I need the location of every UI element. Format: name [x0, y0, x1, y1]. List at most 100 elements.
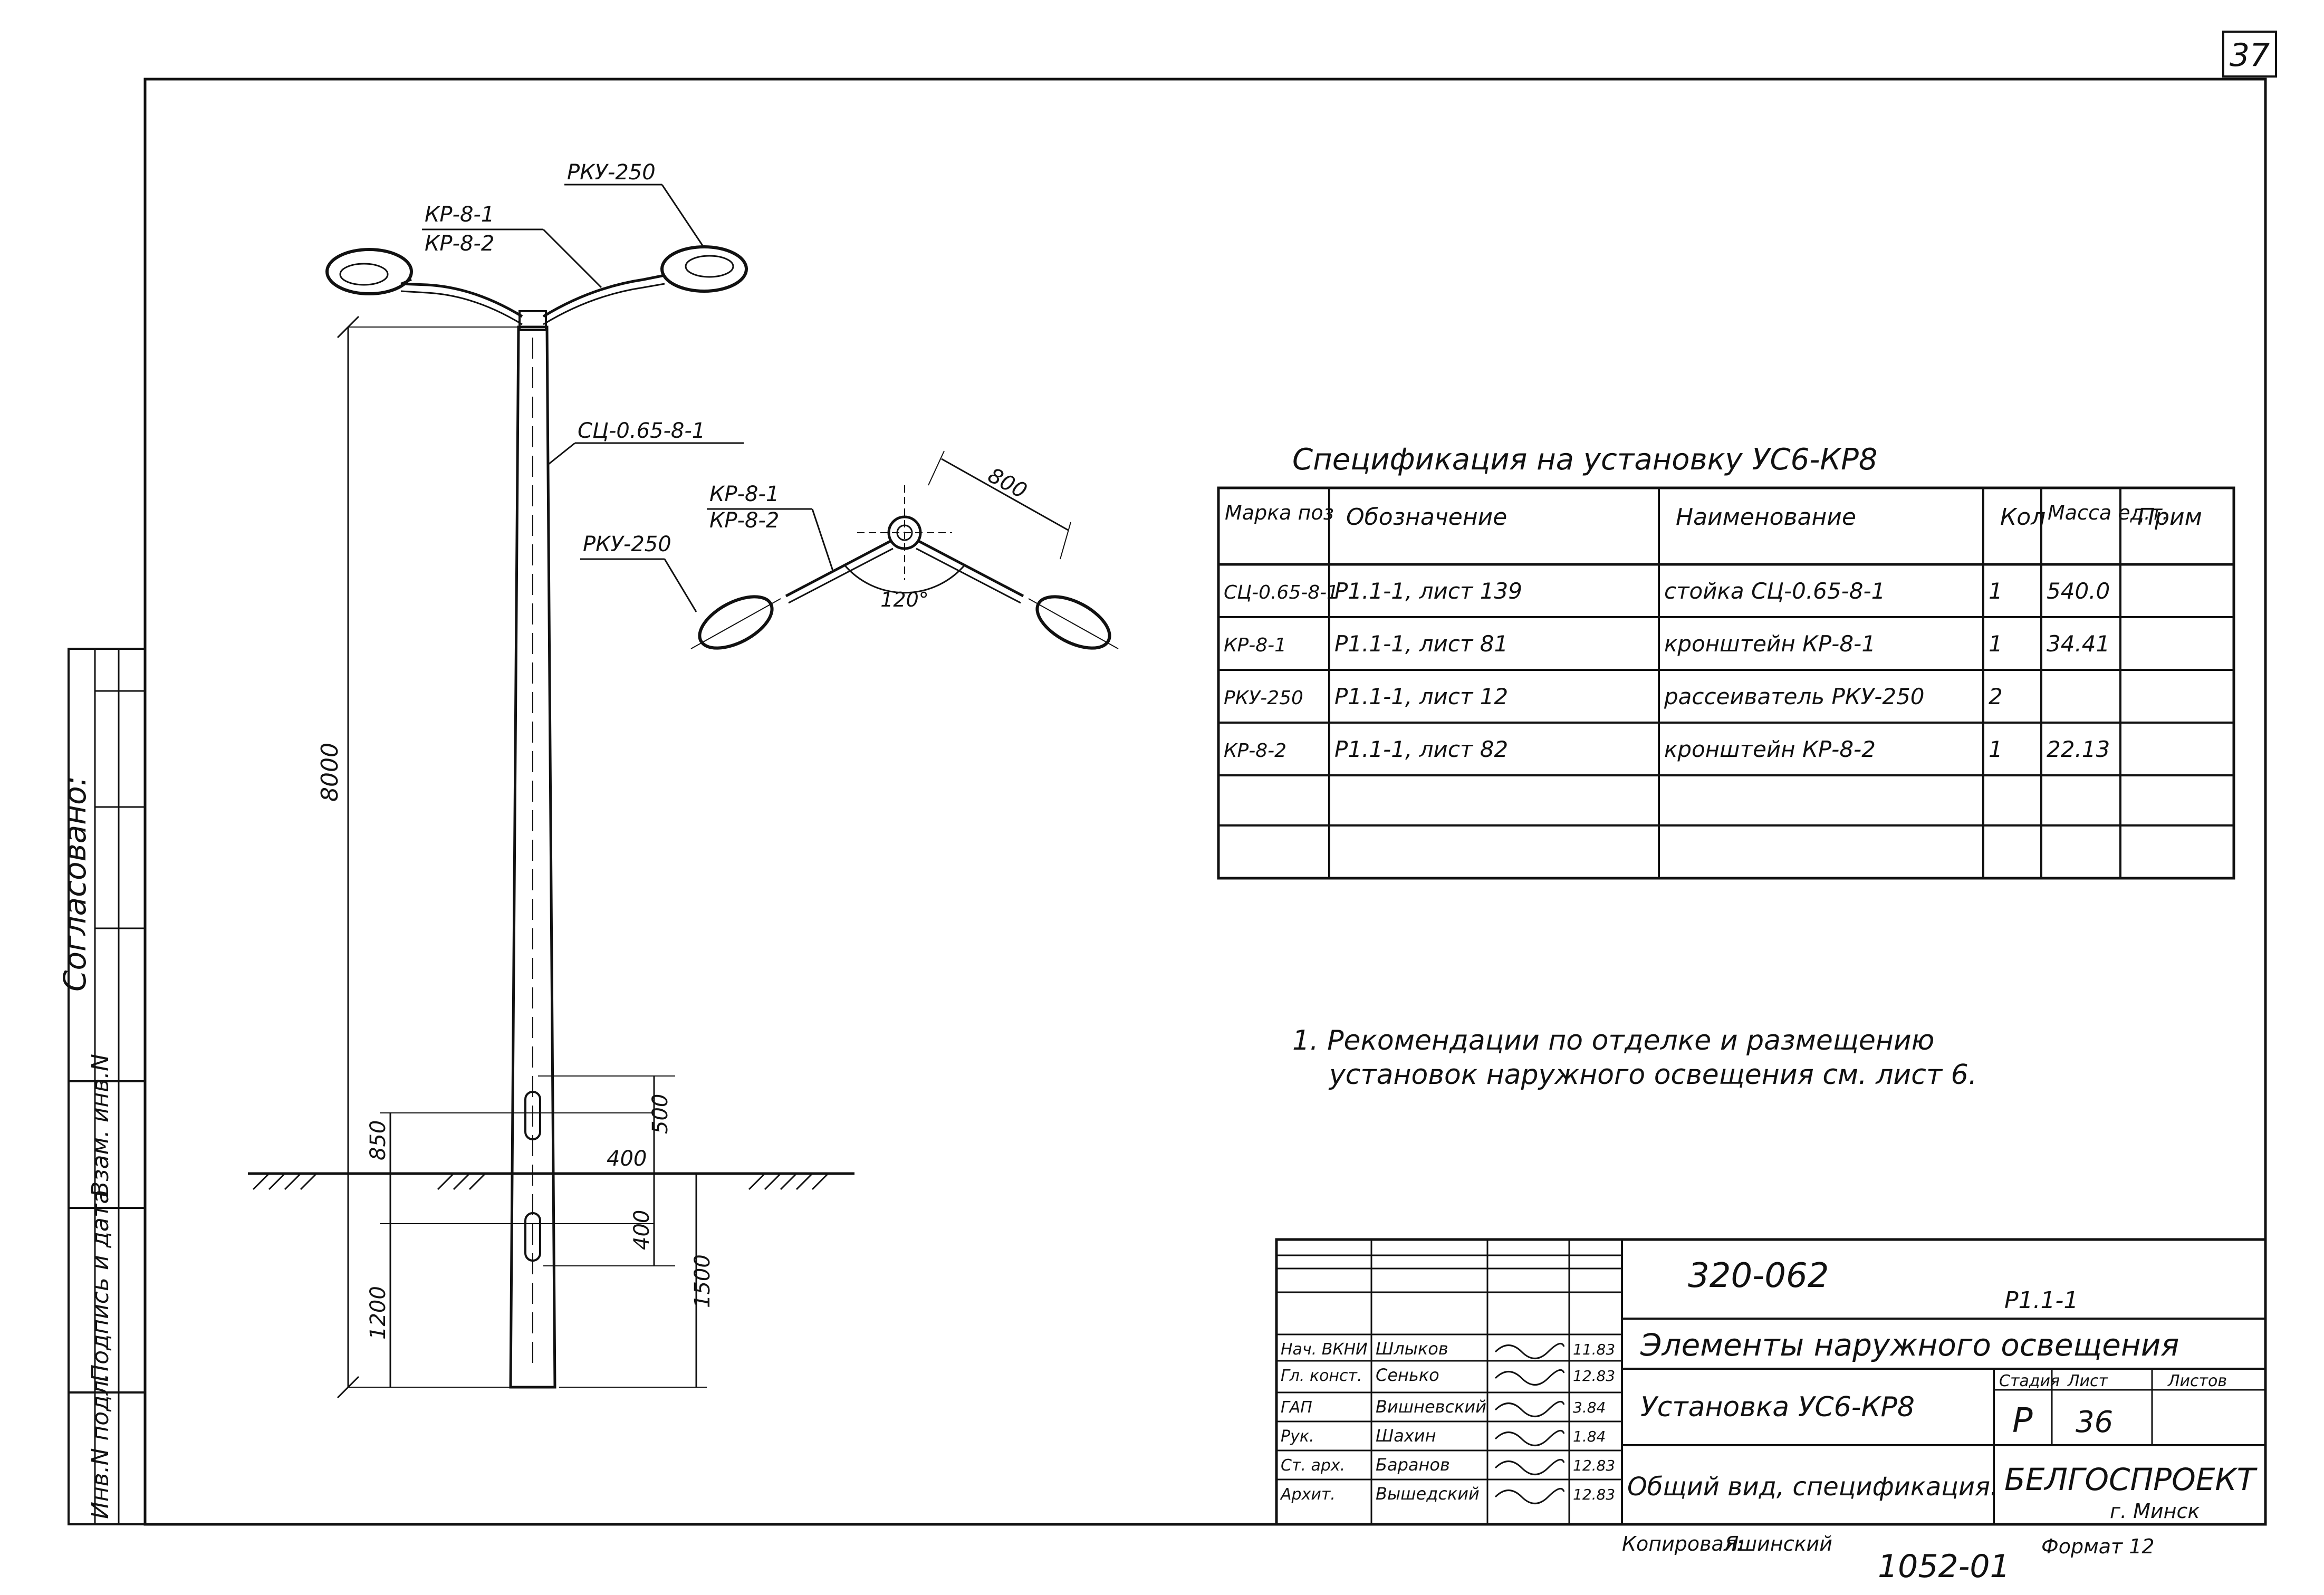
pole-hatch-lower [524, 1212, 541, 1262]
staff-date: 12.83 [1573, 1457, 1615, 1474]
staff-date: 12.83 [1573, 1367, 1615, 1385]
callout-lamp-top: РКУ-250 [567, 160, 656, 185]
copier-name: Яшинский [1724, 1532, 1832, 1555]
note-line-2: установок наружного освещения см. лист 6… [1328, 1059, 1977, 1091]
staff-name: Баранов [1376, 1455, 1450, 1475]
staff-signature [1494, 1487, 1565, 1504]
stamp-col-sign: Подпись и дата [87, 1190, 114, 1382]
staff-name: Вишневский [1376, 1397, 1486, 1417]
staff-name: Шлыков [1376, 1339, 1448, 1359]
spec-cell: Р1.1-1, лист 139 [1334, 578, 1522, 604]
spec-header: Прим [2137, 504, 2202, 531]
bracket-left [400, 282, 523, 318]
elevation-view: РКУ-250 КР-8-1 КР-8-2 СЦ-0.65-8-1 8000 8… [248, 160, 854, 1399]
staff-name: Вышедский [1376, 1484, 1480, 1504]
callout-bracket2-top: КР-8-2 [425, 232, 494, 256]
staff-role: Рук. [1281, 1427, 1314, 1446]
spec-title: Спецификация на установку УС6-КР8 [1292, 443, 1878, 477]
spec-header: Обозначение [1346, 504, 1507, 531]
bracket-right [542, 274, 665, 318]
sheet-title: Общий вид, спецификация. [1627, 1472, 1998, 1502]
dim-height: 8000 [316, 743, 343, 802]
spec-cell: рассеиватель РКУ-250 [1664, 684, 1925, 709]
org-city: г. Минск [2110, 1500, 2200, 1523]
spec-cell: РКУ-250 [1224, 687, 1303, 709]
plan-angle: 120° [880, 588, 929, 611]
dim-500: 500 [648, 1094, 673, 1134]
spec-cell: Р1.1-1, лист 82 [1334, 736, 1508, 762]
staff-date: 1.84 [1573, 1428, 1606, 1445]
page-number: 37 [2230, 37, 2270, 74]
stamp-col-repl: Взам. инв.N [87, 1054, 114, 1197]
project-title: Элементы наружного освещения [1640, 1327, 2179, 1363]
page-number-box [2222, 31, 2277, 78]
dim-850: 850 [366, 1120, 390, 1160]
staff-role: Нач. ВКНИ [1281, 1340, 1368, 1359]
spec-cell: 2 [1989, 684, 2003, 709]
staff-name: Сенько [1376, 1365, 1439, 1385]
staff-role: Гл. конст. [1281, 1367, 1362, 1385]
specification: Спецификация на установку УС6-КР8 Марка … [1217, 443, 2235, 880]
spec-cell: 1 [1989, 578, 2003, 604]
order-number: 1052-01 [1878, 1548, 2010, 1585]
dim-400b: 400 [630, 1210, 654, 1250]
callout-lamp-plan: РКУ-250 [583, 532, 671, 556]
staff-signature [1494, 1458, 1565, 1475]
spec-cell: кронштейн КР-8-1 [1664, 631, 1876, 657]
spec-header: Масса ед.т. [2048, 501, 2168, 524]
staff-signature [1494, 1369, 1565, 1386]
note-line-1: 1. Рекомендации по отделке и размещению [1292, 1025, 1934, 1056]
stage-value: Р [2012, 1401, 2033, 1440]
staff-date: 11.83 [1573, 1341, 1615, 1358]
plan-dim-800: 800 [984, 463, 1031, 503]
plan-view: 120° 800 КР-8-1 КР-8-2 РКУ-250 [580, 450, 1119, 650]
item-title: Установка УС6-КР8 [1640, 1391, 1915, 1423]
spec-header: Кол [2000, 504, 2045, 531]
staff-name: Шахин [1376, 1426, 1436, 1446]
dim-400a: 400 [607, 1147, 647, 1171]
spec-cell: 22.13 [2047, 736, 2110, 762]
copied-label: Копировал: [1622, 1532, 1743, 1555]
callout-bracket1-plan: КР-8-1 [709, 482, 779, 506]
staff-signature [1494, 1342, 1565, 1359]
dim-1200: 1200 [366, 1286, 390, 1340]
sheets-label: Листов [2167, 1372, 2227, 1390]
dim-1500: 1500 [690, 1254, 715, 1308]
spec-cell: стойка СЦ-0.65-8-1 [1664, 578, 1885, 604]
spec-cell: 1 [1989, 736, 2003, 762]
sheet-frame [143, 78, 2267, 1526]
agreed-label: Согласовано: [57, 776, 93, 992]
lamp-right [660, 245, 748, 293]
spec-header: Марка поз [1225, 501, 1334, 524]
plan-lamp-right [1035, 595, 1111, 650]
callout-pole: СЦ-0.65-8-1 [578, 419, 705, 443]
stage-label: Стадия [1999, 1372, 2060, 1390]
spec-header: Наименование [1676, 504, 1856, 531]
left-stamp: Согласовано: Инв.N подл. Подпись и дата … [57, 648, 146, 1525]
spec-cell: кронштейн КР-8-2 [1664, 736, 1876, 762]
staff-role: Ст. арх. [1281, 1456, 1345, 1475]
sheet-value: 36 [2076, 1405, 2113, 1439]
stamp-col-inv: Инв.N подл. [87, 1373, 114, 1519]
series-code: Р1.1-1 [2004, 1287, 2078, 1314]
lamp-left [325, 248, 413, 295]
format-label: Формат 12 [2041, 1535, 2155, 1558]
doc-number: 320-062 [1688, 1256, 1829, 1295]
staff-role: ГАП [1281, 1398, 1312, 1417]
spec-cell: 34.41 [2047, 631, 2110, 657]
sheet-label: Лист [2067, 1372, 2109, 1390]
org-name: БЕЛГОСПРОЕКТ [2004, 1462, 2258, 1497]
spec-cell: 1 [1989, 631, 2003, 657]
callout-bracket1-top: КР-8-1 [425, 203, 494, 227]
plan-lamp-left [698, 595, 774, 650]
spec-cell: СЦ-0.65-8-1 [1224, 582, 1339, 603]
plan-bracket-left [785, 539, 892, 598]
spec-cell: Р1.1-1, лист 12 [1334, 684, 1508, 709]
pole-hatch-upper [524, 1091, 541, 1140]
staff-role: Архит. [1280, 1485, 1336, 1504]
staff-signature [1494, 1400, 1565, 1417]
callout-bracket2-plan: КР-8-2 [709, 508, 779, 533]
